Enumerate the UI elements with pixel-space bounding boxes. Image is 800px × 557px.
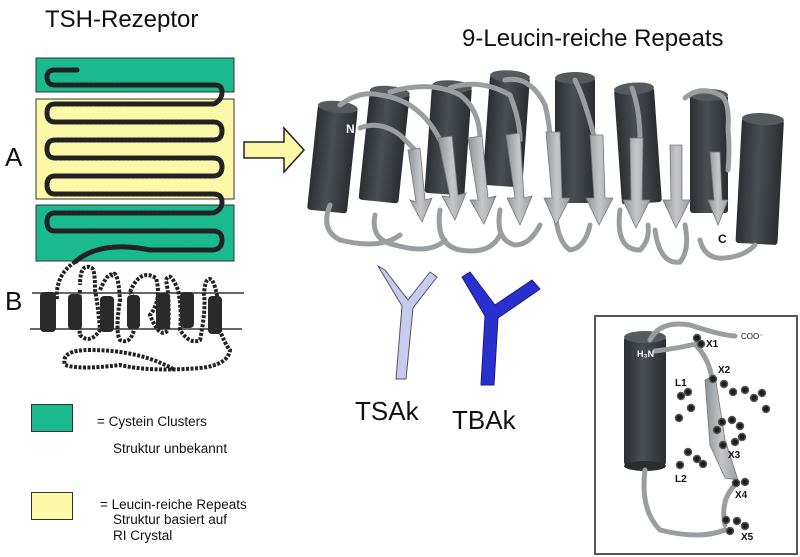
tm-helices [40,292,222,334]
label-b: B [5,286,23,316]
inset-c-label: COO⁻ [741,332,763,341]
residue-x5: X5 [741,532,754,543]
right-title: 9-Leucin-reiche Repeats [462,25,724,52]
residue-l2: L2 [675,474,687,485]
transmembrane-domain [54,260,233,372]
residue-l1: L1 [675,378,687,389]
legend-leucine-label: = Leucin-reiche Repeats [100,497,247,512]
antibody-label-tsak: TSAk [355,396,419,426]
legend-cysteine-label: = Cystein Clusters [97,414,207,429]
residue-x2: X2 [718,365,731,376]
left-title: TSH-Rezeptor [45,6,199,33]
leucine-repeat-box [35,98,235,200]
legend-swatch-leucine [31,492,73,520]
antibody-tbak [461,271,541,386]
antibody-label-tbak: TBAk [452,405,516,435]
lrr-helices [307,70,784,245]
polypeptide-chain [44,67,225,265]
lrr-loops [324,76,758,265]
inset-n-label: H₃N [637,349,654,359]
residue-x1: X1 [706,339,719,350]
legend-swatch-cysteine [31,404,73,432]
antibody-tsak [376,264,438,380]
residue-x3: X3 [728,450,741,461]
lrr-strands [407,131,729,229]
legend-leucine-sub2: RI Crystal [113,528,173,543]
arrow-icon [243,126,306,174]
legend-cysteine-sub: Struktur unbekannt [113,441,228,456]
legend-leucine-sub1: Struktur basiert auf [113,512,228,527]
n-terminus-label: N [346,122,355,136]
residue-x4: X4 [735,490,748,501]
label-a: A [5,142,23,172]
c-terminus-label: C [718,232,727,246]
